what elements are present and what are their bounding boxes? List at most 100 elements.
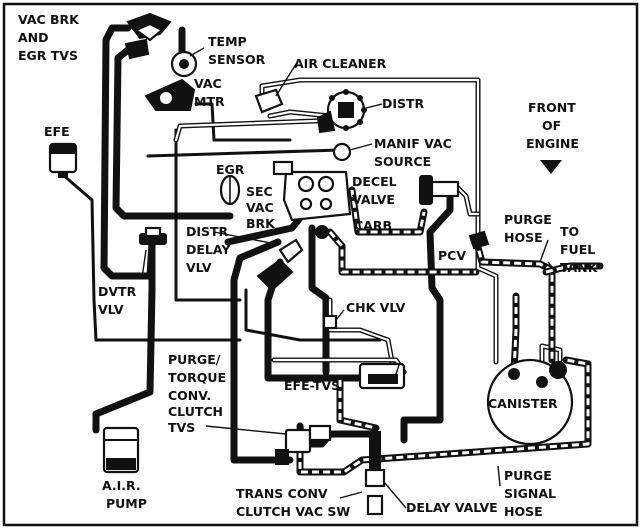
label-chk-vlv: CHK VLV: [346, 300, 406, 315]
decel-side-hose-inner: [454, 184, 480, 216]
label-front-3: ENGINE: [526, 136, 579, 151]
label-purge-tvs-4: CLUTCH: [168, 404, 223, 419]
label-decel-valve-1: DECEL: [352, 174, 397, 189]
purge-tvs-body: [275, 424, 332, 465]
label-vac-brk-1: VAC BRK: [18, 12, 80, 27]
temp-sensor-core: [179, 59, 189, 69]
thin-lines: [60, 102, 382, 342]
label-egr: EGR: [216, 162, 245, 177]
label-purge-signal-3: HOSE: [504, 504, 543, 519]
label-distr-delay-2: DELAY: [186, 242, 231, 257]
chk-vlv-line: [244, 288, 382, 342]
carb-lower-hose: [308, 224, 330, 376]
egr-tvs-hose: [112, 46, 234, 220]
label-dvtr-1: DVTR: [98, 284, 137, 299]
purge-hose-dash: [474, 239, 554, 360]
label-purge-hose-1: PURGE: [504, 212, 552, 227]
distr-delay-valve: [256, 238, 304, 292]
manif-vac-line: [146, 148, 342, 158]
label-sec-vac-brk-1: SEC: [246, 184, 273, 199]
label-purge-tvs-2: TORQUE: [168, 370, 226, 385]
label-delay-valve: DELAY VALVE: [406, 500, 498, 515]
vac-brk-egr-tvs-assembly: [124, 12, 172, 60]
label-manif-vac-2: SOURCE: [374, 154, 431, 169]
label-purge-tvs-5: TVS: [168, 420, 195, 435]
label-to-fuel-tank-1: TO: [560, 224, 579, 239]
label-distr-delay-3: VLV: [186, 260, 212, 275]
egr-valve: [219, 174, 241, 206]
label-to-fuel-tank-2: FUEL: [560, 242, 595, 257]
carburetor: [272, 160, 352, 222]
efe-tvs-lower-hose-dash: [338, 380, 377, 430]
label-trans-conv-2: CLUTCH VAC SW: [236, 504, 350, 519]
label-purge-signal-2: SIGNAL: [504, 486, 556, 501]
label-dvtr-2: VLV: [98, 302, 124, 317]
dvtr-valve: [139, 226, 167, 245]
label-manif-vac-1: MANIF VAC: [374, 136, 452, 151]
label-purge-signal-1: PURGE: [504, 468, 552, 483]
pcv-valve: [468, 230, 490, 250]
label-sec-vac-brk-3: BRK: [246, 216, 276, 231]
label-pcv: PCV: [438, 248, 466, 263]
label-front-2: OF: [542, 118, 561, 133]
sec-vac-brk-hose: [224, 214, 304, 246]
label-distr-delay-1: DISTR: [186, 224, 229, 239]
purge-signal-hose-dash: [298, 358, 590, 474]
label-temp-sensor-2: SENSOR: [208, 52, 266, 67]
air-cleaner-hose-inner: [260, 78, 498, 364]
label-vac-mtr-1: VAC: [194, 76, 222, 91]
label-temp-sensor-1: TEMP: [208, 34, 247, 49]
label-carb: CARB: [354, 218, 392, 233]
label-to-fuel-tank-3: TANK: [560, 260, 599, 275]
components: [48, 12, 574, 516]
check-valve: [322, 314, 338, 330]
label-purge-hose-2: HOSE: [504, 230, 543, 245]
canister-purge-hose-dash: [512, 296, 518, 373]
label-air-cleaner: AIR CLEANER: [294, 56, 387, 71]
label-purge-tvs-3: CONV.: [168, 388, 211, 403]
label-decel-valve-2: VALVE: [352, 192, 395, 207]
callout-labels: VAC BRK AND EGR TVS TEMP SENSOR AIR CLEA…: [18, 12, 599, 519]
vac-motor: [144, 78, 196, 111]
label-front-1: FRONT: [528, 100, 576, 115]
manif-vac-source-fitting: [332, 142, 352, 162]
label-distr: DISTR: [382, 96, 425, 111]
label-efe-tvs: EFE-TVS: [284, 378, 340, 393]
efe-actuator: [48, 142, 78, 178]
leader-lines: [118, 29, 557, 509]
decel-return-hose: [400, 284, 444, 444]
label-sec-vac-brk-2: VAC: [246, 200, 274, 215]
decel-valve: [419, 175, 460, 205]
distr-vac-hose-inner: [174, 118, 344, 142]
label-efe: EFE: [44, 124, 70, 139]
air-pump: [102, 426, 140, 474]
pcv-hose-dash: [328, 231, 476, 274]
sec-vac-brk-canister: [272, 160, 294, 176]
purge-hoses: [296, 186, 604, 476]
carb-purge-hose-dash: [350, 189, 426, 234]
distr-delay-outer-hose: [230, 238, 294, 464]
label-vac-brk-3: EGR TVS: [18, 48, 78, 63]
canister: [486, 358, 574, 446]
fuel-tank-hose-dash: [545, 264, 600, 274]
label-trans-conv-1: TRANS CONV: [236, 486, 328, 501]
label-purge-tvs-1: PURGE/: [168, 352, 221, 367]
distributor: [316, 89, 367, 134]
label-vac-brk-2: AND: [18, 30, 49, 45]
label-canister: CANISTER: [488, 396, 558, 411]
label-air-pump-1: A.I.R.: [102, 478, 141, 493]
air-cleaner-stub-hose-inner: [268, 110, 332, 118]
decel-valve-hose: [426, 186, 454, 292]
efe-tvs: [358, 362, 406, 390]
label-air-pump-2: PUMP: [106, 496, 147, 511]
label-vac-mtr-2: MTR: [194, 94, 225, 109]
front-of-engine-arrow: [540, 160, 562, 174]
upper-left-line: [174, 128, 242, 302]
efe-line: [60, 172, 242, 342]
vac-mtr-line: [194, 102, 292, 142]
carb-fitting: [315, 225, 329, 239]
trans-conv-clutch-vac-sw: [364, 431, 386, 516]
